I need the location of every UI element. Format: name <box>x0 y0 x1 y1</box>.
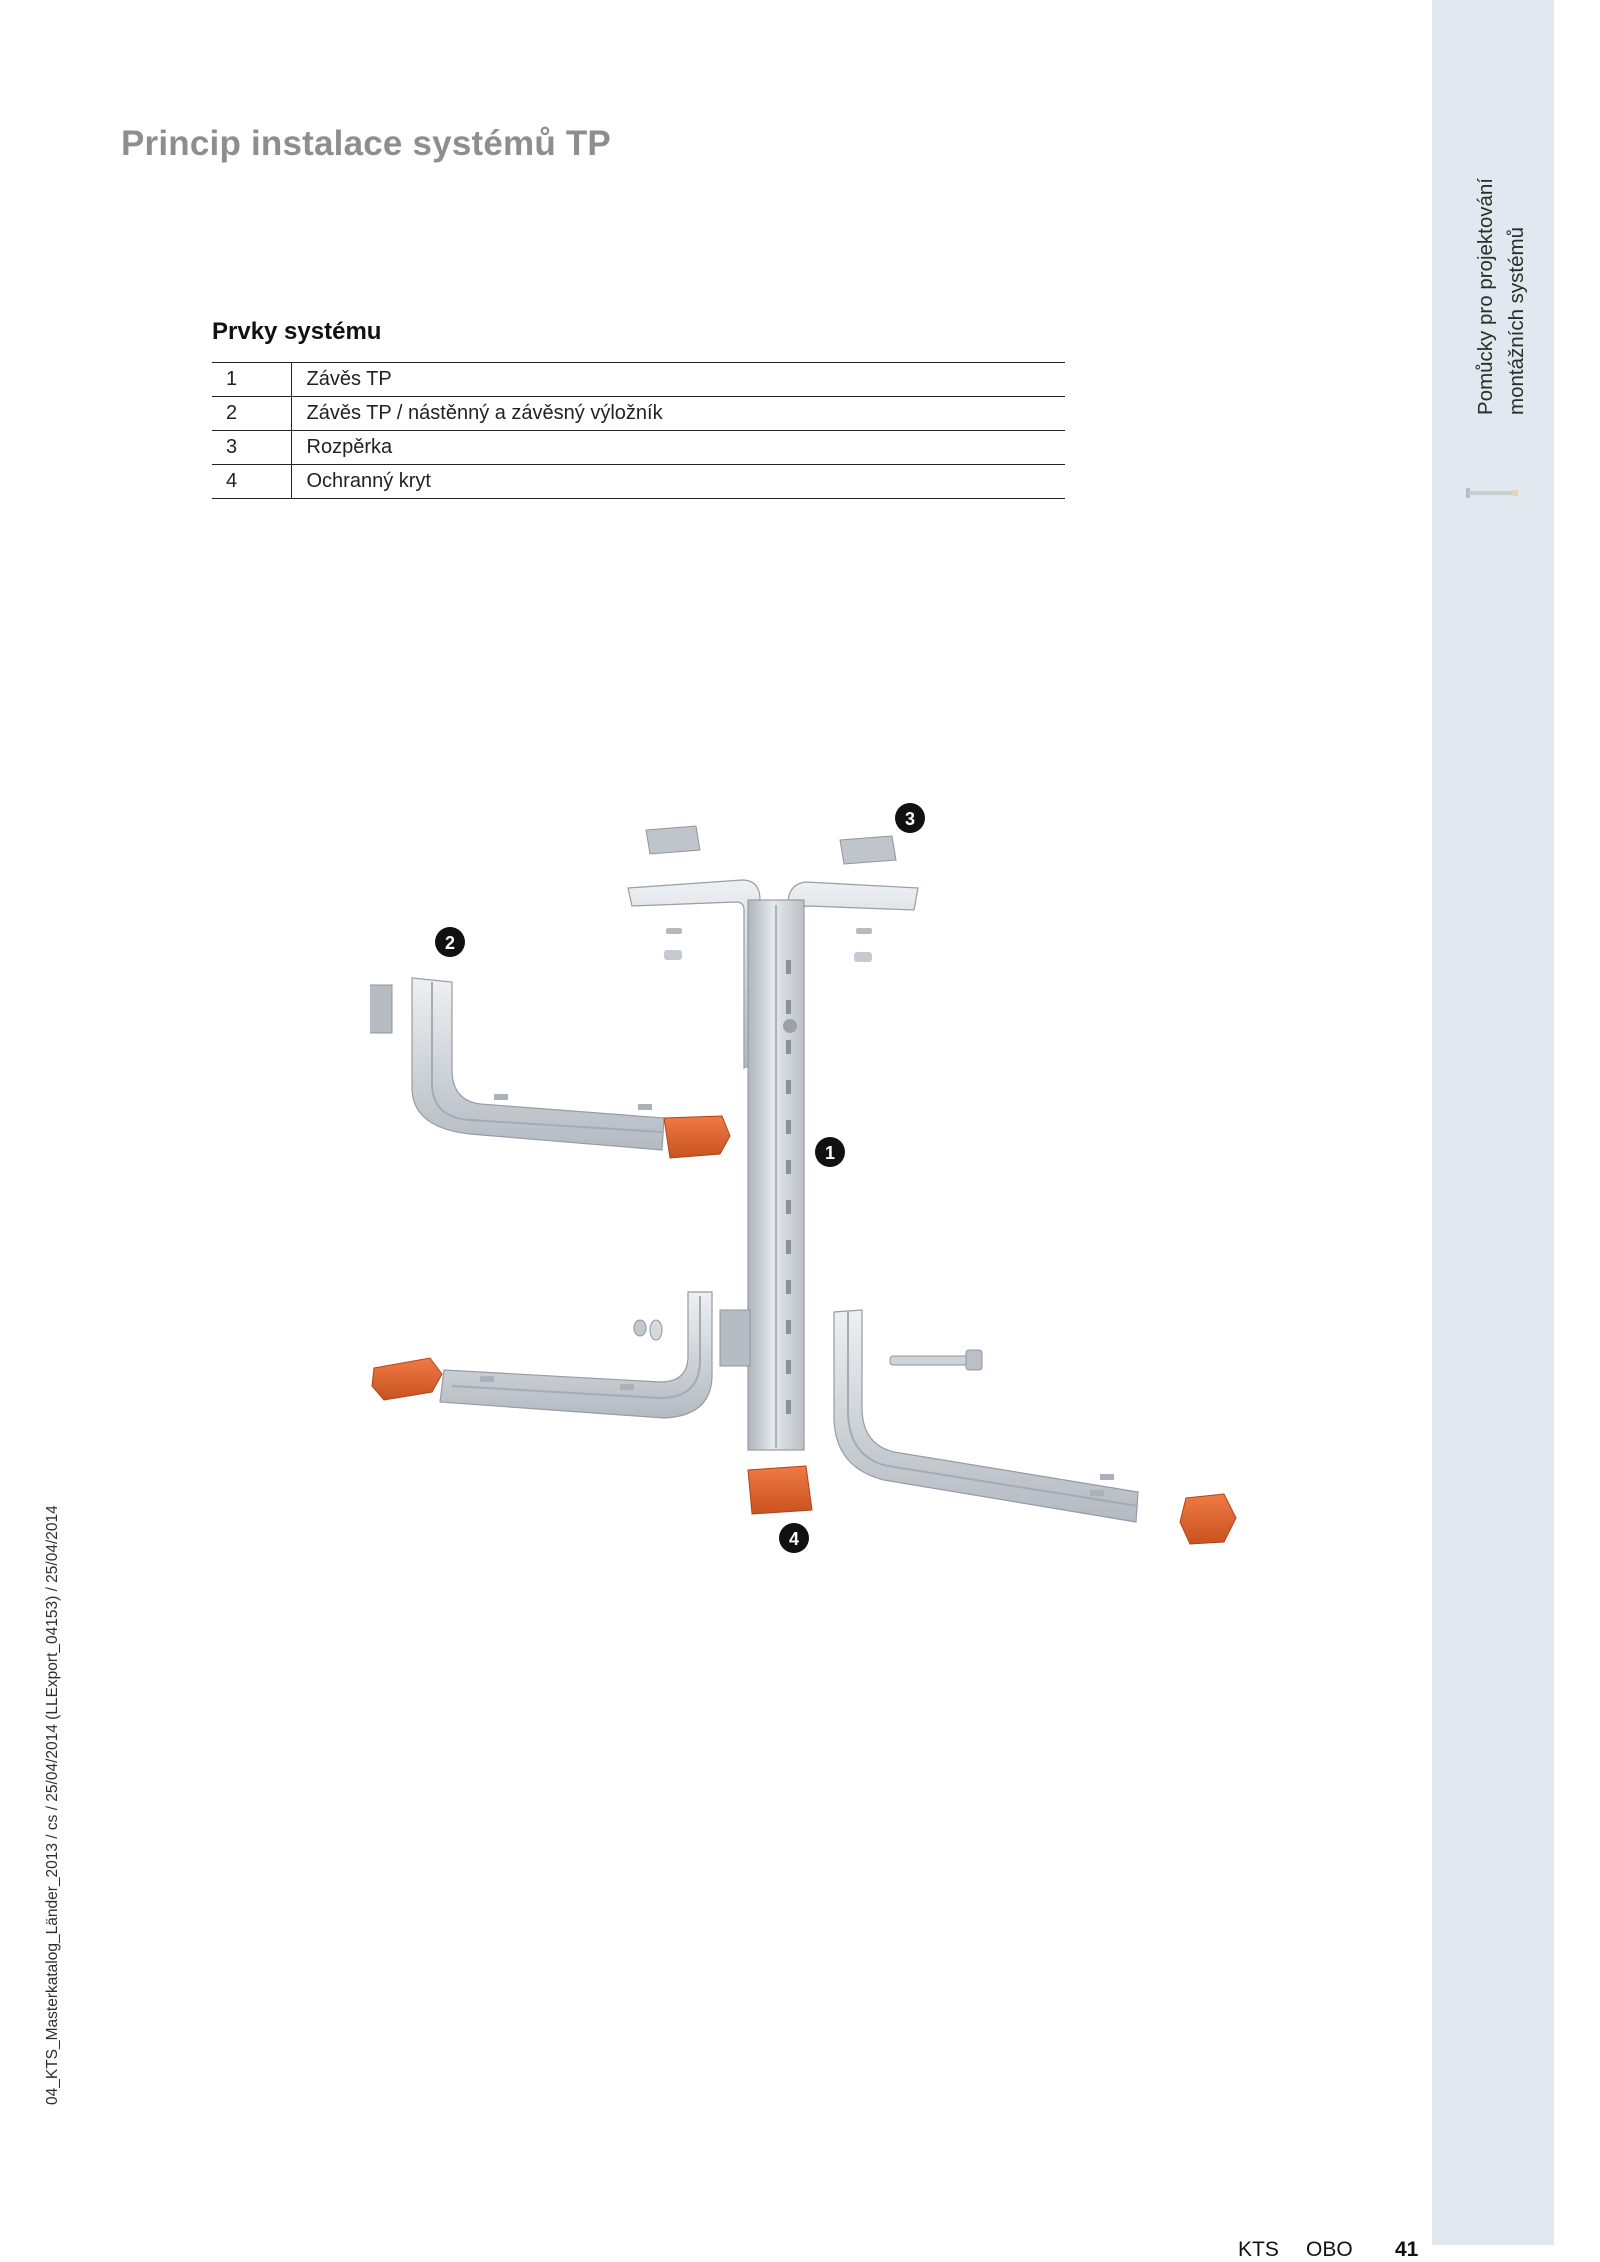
section-title: Prvky systému <box>212 318 382 345</box>
row-name: Závěs TP <box>291 362 1065 397</box>
row-name: Závěs TP / nástěnný a závěsný výložník <box>291 396 1065 431</box>
footer-brand: OBO <box>1306 2238 1353 2261</box>
table-row: 1 Závěs TP <box>212 362 1065 397</box>
side-band <box>1432 0 1554 2245</box>
spacer-part <box>645 825 897 865</box>
vertical-hanger-part <box>719 899 805 1451</box>
marker-2: 2 <box>435 927 465 957</box>
marker-3: 3 <box>895 803 925 833</box>
svg-text:4: 4 <box>789 1529 799 1549</box>
exploded-assembly-illustration: 1 2 3 4 <box>370 803 1237 1553</box>
cantilever-lower-left-part <box>439 1291 713 1419</box>
table-row: 2 Závěs TP / nástěnný a závěsný výložník <box>212 396 1065 431</box>
footer-section: KTS <box>1238 2238 1279 2261</box>
row-number: 2 <box>212 396 292 431</box>
sidebar-chapter-title: Pomůcky pro projektování montážních syst… <box>1470 0 1532 415</box>
table-row: 4 Ochranný kryt <box>212 464 1065 499</box>
table-row: 3 Rozpěrka <box>212 430 1065 465</box>
top-crossbar-part <box>627 879 919 1069</box>
svg-text:3: 3 <box>905 809 915 829</box>
cantilever-lower-right-part <box>833 1309 1139 1523</box>
svg-text:1: 1 <box>825 1143 835 1163</box>
row-number: 3 <box>212 430 292 465</box>
row-name: Ochranný kryt <box>291 464 1065 499</box>
marker-1: 1 <box>815 1137 845 1167</box>
page-number: 41 <box>1395 2238 1419 2261</box>
sidebar-line: montážních systémů <box>1505 227 1528 415</box>
parts-table: 1 Závěs TP 2 Závěs TP / nástěnný a závěs… <box>212 362 1065 499</box>
marker-4: 4 <box>779 1523 809 1553</box>
sidebar-line: Pomůcky pro projektování <box>1474 177 1497 415</box>
cantilever-upper-left-part <box>370 977 665 1151</box>
hanger-icon <box>1466 488 1518 498</box>
row-number: 1 <box>212 362 292 397</box>
svg-text:2: 2 <box>445 933 455 953</box>
protective-cap-part <box>371 1115 1237 1545</box>
row-number: 4 <box>212 464 292 499</box>
page-title: Princip instalace systémů TP <box>121 124 611 163</box>
document-meta: 04_KTS_Masterkatalog_Länder_2013 / cs / … <box>44 1505 61 2105</box>
row-name: Rozpěrka <box>291 430 1065 465</box>
